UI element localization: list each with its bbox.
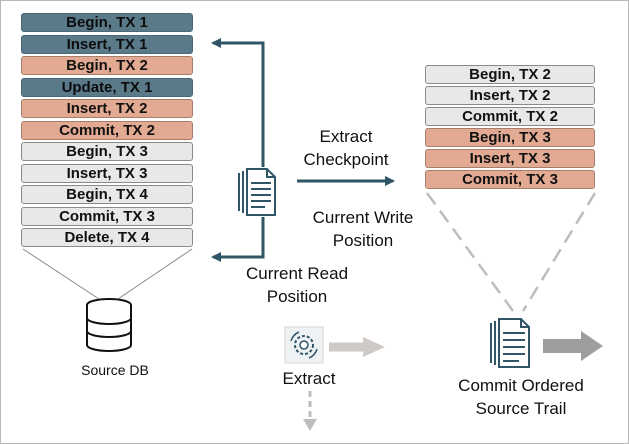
source-log-record: Begin, TX 1 [21,13,193,32]
source-log-record: Insert, TX 2 [21,99,193,118]
current-read-line1: Current Read [245,264,349,283]
trail-label: Commit Ordered Source Trail [441,374,601,420]
extract-checkpoint-label: Extract Checkpoint [301,125,391,171]
source-log-record: Delete, TX 4 [21,228,193,247]
source-log-record: Update, TX 1 [21,77,193,97]
source-db-label: Source DB [81,362,149,378]
trail-label-line1: Commit Ordered [458,376,584,395]
trail-record: Insert, TX 3 [425,149,595,168]
source-log-record: Commit, TX 3 [21,206,193,226]
trail-file-icon [485,315,539,369]
extract-checkpoint-line2: Checkpoint [303,150,389,169]
source-log-record: Begin, TX 4 [21,185,193,204]
trail-record: Begin, TX 3 [425,128,595,147]
source-log-record: Commit, TX 2 [21,120,193,140]
extract-checkpoint-line1: Extract [319,127,373,146]
current-write-line2: Position [332,231,394,250]
source-log-record: Insert, TX 3 [21,163,193,183]
source-log-record: Begin, TX 3 [21,142,193,161]
trail-funnel-left [425,192,515,312]
extract-down-arrowhead [303,419,317,431]
checkpoint-arrow-up [211,38,265,171]
trail-record: Begin, TX 2 [425,65,595,84]
trail-label-line2: Source Trail [475,399,567,418]
extract-label: Extract [282,369,336,388]
trail-output-arrowhead [581,331,603,361]
trail-funnel-right [521,192,597,312]
current-read-line2: Position [266,287,328,306]
source-log-record: Insert, TX 1 [21,34,193,54]
trail-output-arrow [543,339,583,353]
current-write-position-label: Current Write Position [297,206,429,252]
trail-record: Insert, TX 2 [425,86,595,105]
log-funnel-left [22,248,100,300]
current-read-position-label: Current Read Position [231,262,363,308]
trail-record: Commit, TX 3 [425,170,595,189]
trail-record: Commit, TX 2 [425,107,595,126]
checkpoint-file-icon [233,167,283,217]
extract-gear-icon [284,326,324,364]
current-write-line1: Current Write [312,208,414,227]
extract-output-arrowhead [363,337,385,357]
database-icon [86,298,132,352]
source-log-record: Begin, TX 2 [21,56,193,75]
log-funnel-right [117,248,193,300]
